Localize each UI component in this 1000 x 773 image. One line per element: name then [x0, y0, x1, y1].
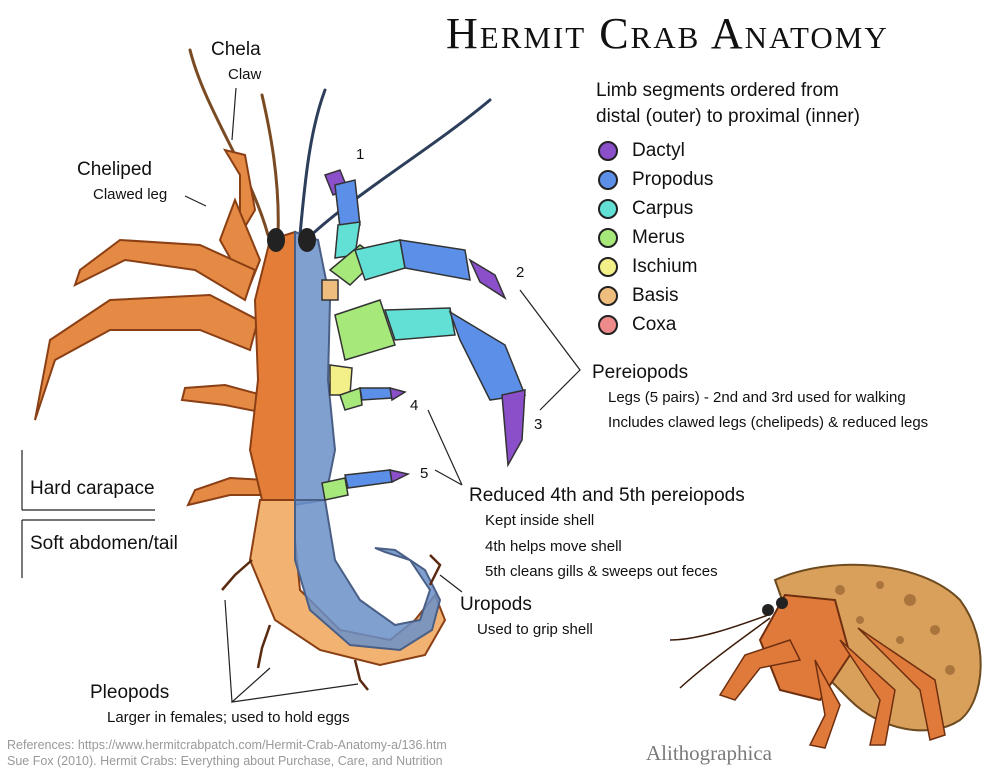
leg-ischium — [329, 364, 353, 396]
leader-chela — [231, 87, 237, 141]
label-claw: Claw — [228, 66, 262, 83]
crab-eye — [776, 597, 788, 609]
reduced-leg-left-4 — [180, 383, 264, 414]
leg-number-4: 4 — [410, 397, 419, 414]
legend-label: Ischium — [632, 256, 698, 277]
carapace-left — [248, 230, 296, 507]
leg5-merus — [321, 477, 349, 501]
leg2-propodus — [399, 239, 471, 281]
uropod — [428, 554, 442, 586]
label-chela: Chela — [211, 39, 261, 60]
label-soft-abdomen: Soft abdomen/tail — [30, 533, 178, 554]
legend-item-propodus: Propodus — [598, 169, 713, 191]
leg3-propodus — [448, 310, 527, 401]
leg-number-3: 3 — [534, 416, 543, 433]
leader-uropods — [439, 574, 463, 593]
pleopods-desc: Larger in females; used to hold eggs — [107, 709, 350, 726]
label-pereiopods: Pereiopods — [592, 362, 689, 383]
leg4-dactyl — [389, 386, 407, 402]
legend-item-dactyl: Dactyl — [598, 140, 685, 162]
reduced-leg-left-5 — [186, 476, 267, 507]
legend-item-coxa: Coxa — [598, 314, 676, 336]
leg2-dactyl — [468, 258, 507, 300]
leg-number-5: 5 — [420, 465, 429, 482]
label-uropods: Uropods — [460, 594, 532, 615]
label-cheliped: Cheliped — [77, 159, 152, 180]
antenna — [298, 88, 327, 237]
label-hard-carapace: Hard carapace — [30, 478, 155, 499]
legend-label: Carpus — [632, 198, 694, 219]
pleopod — [256, 624, 272, 669]
leg1-propodus — [334, 179, 361, 229]
legend-swatch — [598, 228, 618, 248]
leg3-merus — [334, 299, 396, 361]
label-reduced-pereiopods: Reduced 4th and 5th pereiopods — [469, 485, 745, 506]
legend-label: Coxa — [632, 314, 677, 335]
crab-antenna — [669, 614, 769, 641]
artist-signature: Alithographica — [646, 741, 772, 765]
shelled-crab-illustration — [669, 563, 982, 749]
legend-item-merus: Merus — [598, 227, 685, 249]
leader-pereiopods — [519, 289, 581, 411]
walking-leg-left-2 — [34, 293, 260, 421]
eye-left — [267, 228, 285, 252]
leg-number-2: 2 — [516, 264, 525, 281]
label-pleopods: Pleopods — [90, 682, 170, 703]
pereiopods-desc-1: Legs (5 pairs) - 2nd and 3rd used for wa… — [608, 389, 906, 406]
legend-swatch — [598, 257, 618, 277]
reference-line-1: References: https://www.hermitcrabpatch.… — [7, 738, 447, 752]
legend-swatch — [598, 170, 618, 190]
uropods-desc: Used to grip shell — [477, 621, 593, 638]
legend-item-carpus: Carpus — [598, 198, 693, 220]
leg4-propodus — [359, 387, 393, 401]
reduced-desc-2: 4th helps move shell — [485, 538, 622, 555]
crab-leg — [857, 627, 946, 741]
leader-reduced — [427, 409, 463, 486]
reduced-desc-3: 5th cleans gills & sweeps out feces — [485, 563, 718, 580]
legend-label: Merus — [632, 227, 685, 248]
crab-body — [758, 593, 852, 702]
reduced-desc-1: Kept inside shell — [485, 512, 595, 529]
label-clawed-leg: Clawed leg — [93, 186, 168, 203]
leg3-dactyl — [501, 389, 526, 468]
leg-basis — [321, 279, 339, 301]
leader-pleopods — [224, 599, 359, 704]
leg4-merus — [339, 386, 363, 411]
crab-claw — [718, 639, 802, 701]
legend-heading-line2: distal (outer) to proximal (inner) — [596, 106, 860, 127]
crab-eye — [762, 604, 774, 616]
leg5-propodus — [344, 469, 393, 489]
antenna — [188, 48, 270, 237]
page-title: Hermit Crab Anatomy — [446, 9, 889, 58]
abdomen-right — [294, 499, 442, 652]
leg-number-1: 1 — [356, 146, 365, 163]
walking-leg-left-1 — [73, 238, 257, 302]
antenna — [306, 98, 492, 240]
legend-swatch — [598, 141, 618, 161]
carapace-right — [294, 230, 337, 507]
leg3-carpus — [383, 307, 456, 341]
legend-heading-line1: Limb segments ordered from — [596, 80, 839, 101]
legend-item-basis: Basis — [598, 285, 678, 307]
legend-item-ischium: Ischium — [598, 256, 697, 278]
pereiopods-desc-2: Includes clawed legs (chelipeds) & reduc… — [608, 414, 929, 431]
legend-label: Dactyl — [632, 140, 685, 161]
crab-antenna — [679, 617, 771, 689]
legend-swatch — [598, 315, 618, 335]
crab-leg — [808, 659, 841, 749]
pleopod — [353, 659, 369, 691]
leader-cheliped — [184, 195, 207, 207]
legend-label: Basis — [632, 285, 679, 306]
eye-right — [298, 228, 316, 252]
leg5-dactyl — [389, 469, 411, 484]
legend-label: Propodus — [632, 169, 714, 190]
crab-leg — [839, 639, 896, 746]
legend-swatch — [598, 286, 618, 306]
legend-swatch — [598, 199, 618, 219]
reference-line-2: Sue Fox (2010). Hermit Crabs: Everything… — [7, 754, 443, 768]
pleopod — [221, 559, 253, 591]
antenna — [260, 93, 280, 237]
